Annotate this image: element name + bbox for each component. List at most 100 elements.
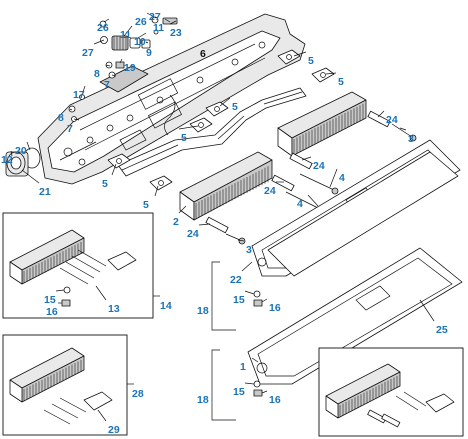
leader-line [21,169,40,184]
leader-line [26,141,31,151]
coolant-tube [117,87,307,177]
callout-22: 22 [230,274,242,286]
leader-line [178,205,187,214]
callout-5: 5 [181,132,187,144]
callout-5: 5 [308,55,314,67]
callout-24: 24 [187,228,199,240]
leader-line [95,285,107,301]
callout-18: 18 [197,394,209,406]
gasket-25 [267,151,459,277]
callout-7: 7 [104,79,110,91]
leader-line [119,58,123,64]
leader-line [377,110,385,118]
callout-26: 26 [135,16,147,28]
leader-line [244,290,255,295]
callout-24: 24 [264,185,276,197]
callout-3: 3 [246,244,252,256]
leader-line [301,156,312,161]
callout-20: 20 [15,145,27,157]
callout-14: 14 [160,300,172,312]
kit-28 [2,334,128,436]
callout-17: 17 [73,89,85,101]
callout-12: 12 [1,154,13,166]
callout-10: 10 [134,36,146,48]
leader-line [145,41,149,44]
callout-26: 26 [97,22,109,34]
callout-4: 4 [339,172,345,184]
leader-line [261,298,268,303]
leader-line [103,18,110,23]
small-fittings [61,286,263,397]
leader-line [111,74,117,77]
callout-29: 29 [108,424,120,436]
leader-line [123,25,133,37]
group-brackets [127,261,236,421]
leader-line [293,51,307,57]
callout-16: 16 [46,306,58,318]
gasket-plate-1 [247,247,463,385]
leader-line [329,168,338,188]
callout-27: 27 [149,11,161,23]
callout-23: 23 [170,27,182,39]
leader-line [154,185,159,197]
valve-stack [99,16,178,51]
leader-line [219,97,231,107]
callout-8: 8 [94,68,100,80]
callout-19: 19 [124,62,136,74]
callout-9: 9 [146,47,152,59]
leader-line [97,409,107,422]
leader-line [137,32,147,39]
leader-line [69,108,73,111]
kit-right [318,347,464,437]
callout-5: 5 [232,101,238,113]
callout-8: 8 [58,112,64,124]
flange-gaskets [107,49,335,191]
callout-5: 5 [143,199,149,211]
leader-line [178,125,199,130]
thermostat-fitting [5,147,41,177]
callout-11: 11 [120,29,131,41]
leader-line [244,382,255,385]
oil-cooler-core-upper [277,91,367,157]
callout-7: 7 [67,123,73,135]
leader-line [81,85,86,96]
callout-6: 6 [200,48,206,60]
callout-24: 24 [313,160,325,172]
callout-4: 4 [297,198,303,210]
leader-line [10,150,13,157]
callout-13: 13 [108,303,120,315]
leader-line [261,390,268,394]
callout-16: 16 [269,394,281,406]
leader-line [146,12,157,19]
leader-line [251,357,259,363]
leader-line [73,118,80,121]
callout-5: 5 [338,76,344,88]
callout-27: 27 [82,47,94,59]
callout-28: 28 [132,388,144,400]
callout-18: 18 [197,305,209,317]
leader-lines [10,12,435,422]
callout-24: 24 [386,114,398,126]
callout-2: 2 [173,216,179,228]
callout-15: 15 [233,294,245,306]
callout-15: 15 [44,294,56,306]
callout-25: 25 [436,324,448,336]
leader-line [399,127,407,131]
callout-1: 1 [240,361,246,373]
main-housing [37,13,306,185]
leader-line [241,261,253,272]
leader-line [307,194,319,207]
leader-line [55,289,65,292]
callout-21: 21 [39,186,51,198]
leader-line [419,299,435,322]
leader-line [93,39,105,45]
leader-line [164,18,171,23]
side-plugs [68,61,125,122]
callout-3: 3 [408,133,414,145]
callout-5: 5 [102,178,108,190]
kit-14 [2,212,154,319]
leader-line [105,64,111,67]
oil-cooler-core-lower [179,151,273,221]
